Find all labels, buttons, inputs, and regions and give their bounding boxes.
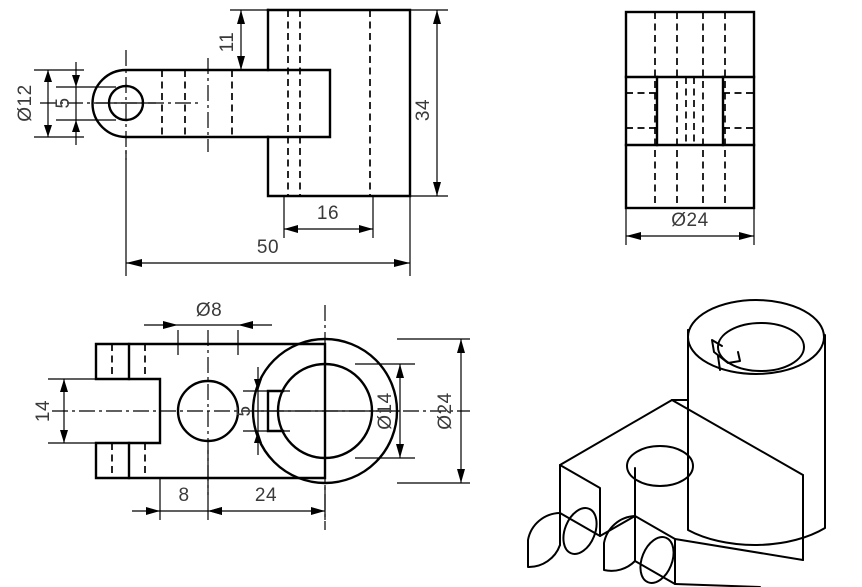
dimension-top-24: 24 — [208, 485, 326, 520]
front5-arrow-bottom — [72, 120, 80, 132]
dimension-text-top-d8: Ø8 — [196, 300, 222, 321]
front-boss-outline — [266, 8, 412, 198]
isometric-view — [527, 299, 826, 587]
iso-arm-hole — [626, 445, 694, 487]
side-d24-arrow-right — [739, 232, 754, 240]
dimension-front-50: 50 — [125, 150, 411, 276]
dimension-side-d24: Ø24 — [625, 208, 755, 245]
top5-arrow-top — [254, 379, 262, 391]
iso-keyway-notch — [711, 339, 741, 364]
dimension-front-11: 11 — [196, 9, 272, 71]
dimension-top-14: 14 — [33, 378, 100, 444]
top5-arrow-bottom — [254, 431, 262, 443]
dimension-top-5: 5 — [234, 367, 290, 455]
dimension-top-d14: Ø14 — [355, 363, 415, 459]
dimension-front-34: 34 — [410, 9, 448, 197]
d24h-arrow-left — [208, 507, 222, 515]
front-view: Ø12 5 11 34 — [15, 8, 448, 276]
d14f-arrow-bottom — [60, 430, 68, 443]
iso-boss-top-outer-ellipse — [687, 299, 825, 375]
d12-arrow-top — [44, 70, 52, 82]
dimension-front-16: 16 — [283, 196, 374, 238]
dimension-text-front-50: 50 — [257, 237, 279, 258]
dimension-top-d24: Ø24 — [397, 338, 470, 484]
dimension-text-front-16: 16 — [317, 203, 339, 224]
iso-arm-right-edge — [671, 399, 804, 561]
dimension-text-top-d14: Ø14 — [375, 392, 396, 429]
iso-boss-body — [687, 329, 826, 546]
iso-boss-bore-ellipse — [717, 322, 805, 372]
dimension-text-top-d24: Ø24 — [435, 392, 456, 429]
d16-arrow-left — [284, 225, 298, 233]
side-d24-arrow-left — [626, 232, 641, 240]
dimension-text-top-24: 24 — [255, 485, 277, 506]
dimension-text-top-14: 14 — [33, 400, 54, 422]
top-hole-d8-circle — [176, 379, 240, 443]
d24h-arrow-right — [311, 507, 325, 515]
dimension-front-d12: Ø12 — [15, 69, 84, 138]
dimension-text-top-8: 8 — [178, 485, 189, 506]
dimension-text-front-d12: Ø12 — [15, 84, 36, 121]
dimension-text-front-34: 34 — [413, 99, 434, 121]
dimension-front-5: 5 — [53, 62, 116, 145]
d14-arrow-bottom — [396, 444, 404, 458]
d50-arrow-left — [126, 259, 142, 267]
d34-arrow-bottom — [433, 182, 441, 196]
iso-fork-upper-hole — [562, 507, 598, 555]
d11-arrow-top — [237, 10, 245, 24]
d34-arrow-top — [433, 10, 441, 24]
d12-arrow-bottom — [44, 125, 52, 137]
d8-arrow-right — [238, 321, 253, 329]
dimension-text-front-5: 5 — [53, 97, 74, 108]
top-d24-arrow-top — [457, 339, 465, 353]
d14-arrow-top — [396, 364, 404, 378]
dimension-text-side-d24: Ø24 — [671, 210, 708, 231]
d8h-arrow-left — [146, 507, 160, 515]
front-arm-outline — [91, 68, 332, 139]
d8-arrow-left — [163, 321, 178, 329]
iso-fork-lower-round-end — [603, 515, 636, 572]
top-boss-bore-circle — [276, 362, 374, 460]
dimension-top-d8: Ø8 — [144, 300, 272, 355]
side-outer-rect — [624, 10, 756, 210]
side-view: Ø24 — [624, 10, 756, 245]
front5-arrow-top — [72, 75, 80, 87]
iso-bore-wall — [717, 355, 721, 371]
iso-fork-upper-top — [559, 467, 636, 537]
d14f-arrow-top — [60, 379, 68, 392]
iso-fork-lower-hole — [639, 536, 675, 584]
top-d24-arrow-bottom — [457, 469, 465, 483]
iso-fork-lower-top-edge — [674, 538, 804, 561]
dimension-text-front-11: 11 — [217, 32, 238, 53]
iso-arm-top-left-edge — [559, 399, 673, 466]
top-view: Ø8 14 5 Ø14 — [33, 300, 470, 530]
d50-arrow-right — [394, 259, 410, 267]
d16-arrow-right — [359, 225, 373, 233]
d11-arrow-bottom — [237, 56, 245, 70]
iso-fork-upper-inner — [559, 464, 601, 537]
iso-fork-upper-round-end — [527, 512, 561, 569]
dimension-text-top-5: 5 — [234, 405, 255, 416]
